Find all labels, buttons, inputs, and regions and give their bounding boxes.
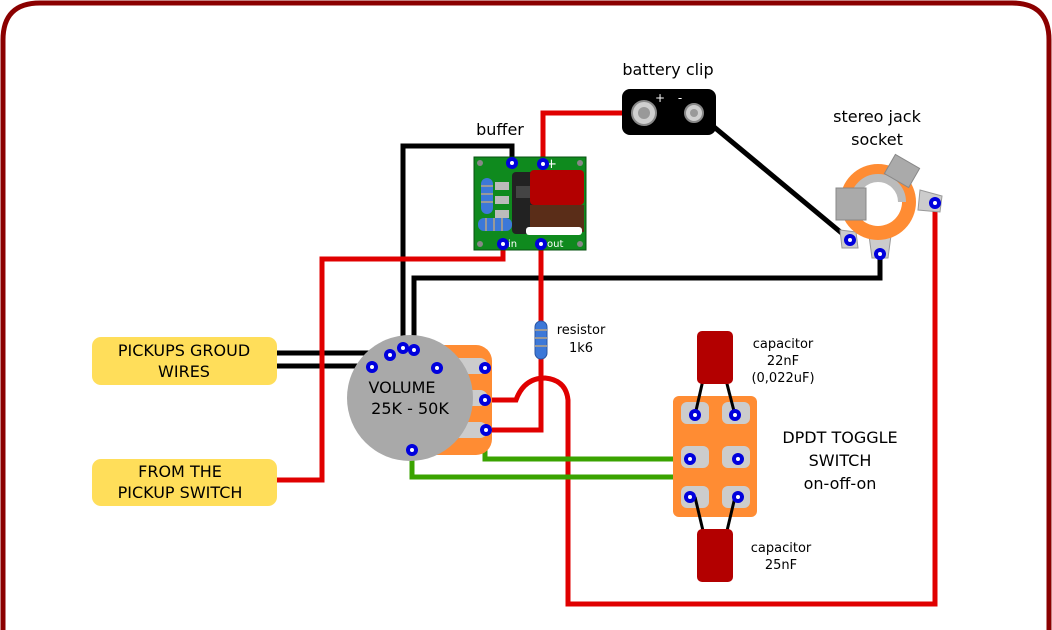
pickups-ground-label-box: PICKUPS GROUD WIRES — [92, 337, 277, 385]
cap1-label-line1: capacitor — [753, 337, 814, 352]
stereo-jack-socket — [835, 153, 943, 259]
capacitor-25nF — [697, 529, 733, 582]
resistor-label-line2: 1k6 — [569, 341, 593, 356]
wire-battery-plus — [540, 110, 640, 164]
solder-point-center — [688, 495, 692, 499]
capacitor-22nF — [697, 331, 733, 384]
cap1-label-line2: 22nF — [767, 354, 799, 369]
solder-point-center — [541, 162, 545, 166]
solder-point-center — [736, 495, 740, 499]
solder-point-center — [484, 428, 488, 432]
cap2-label-line2: 25nF — [765, 558, 797, 573]
solder-point-center — [733, 413, 737, 417]
from-label-line2: PICKUP SWITCH — [118, 483, 243, 502]
solder-point-center — [736, 457, 740, 461]
wire-output — [486, 203, 938, 607]
resistor-1k6 — [534, 320, 548, 360]
battery-clip-label: battery clip — [622, 60, 713, 79]
cap2-label-line1: capacitor — [751, 541, 812, 556]
solder-point-center — [401, 346, 405, 350]
battery-clip: + - — [622, 89, 716, 135]
wire-jack-sleeve — [411, 254, 883, 348]
battery-plus-sign: + — [655, 91, 665, 105]
solder-point-center — [878, 252, 882, 256]
volume-potentiometer: VOLUME 25K - 50K — [347, 335, 492, 461]
solder-point-center — [483, 366, 487, 370]
solder-point-center — [370, 365, 374, 369]
solder-point-center — [412, 348, 416, 352]
pickups-label-line1: PICKUPS GROUD — [118, 341, 250, 360]
solder-point-center — [693, 413, 697, 417]
buffer-pcb: - + in out — [473, 156, 587, 251]
buffer-plus-mark: + — [546, 157, 557, 172]
from-pickup-switch-label-box: FROM THE PICKUP SWITCH — [92, 459, 277, 506]
from-label-line1: FROM THE — [138, 462, 222, 481]
solder-point-center — [933, 201, 937, 205]
switch-label-line1: DPDT TOGGLE — [782, 428, 897, 447]
pickups-label-line2: WIRES — [158, 362, 210, 381]
switch-label-line2: SWITCH — [809, 451, 872, 470]
solder-point-center — [510, 161, 514, 165]
solder-point-center — [688, 457, 692, 461]
jack-label-line1: stereo jack — [833, 107, 921, 126]
wire-buffer-in — [276, 244, 506, 483]
buffer-in-mark: in — [508, 239, 517, 250]
jack-label-line2: socket — [851, 130, 903, 149]
solder-point-center — [501, 242, 505, 246]
cap1-label-line3: (0,022uF) — [751, 371, 814, 386]
wire-buffer-out — [486, 244, 544, 433]
buffer-out-mark: out — [547, 239, 563, 250]
solder-point-center — [435, 366, 439, 370]
solder-point-center — [539, 242, 543, 246]
volume-label-line1: VOLUME — [369, 378, 436, 397]
switch-label-line3: on-off-on — [804, 474, 877, 493]
buffer-label: buffer — [476, 120, 524, 139]
solder-points — [366, 157, 941, 503]
volume-label-line2: 25K - 50K — [371, 399, 449, 418]
battery-minus-sign: - — [678, 91, 682, 105]
solder-point-center — [848, 238, 852, 242]
solder-point-center — [483, 398, 487, 402]
wire-battery-minus — [694, 110, 852, 242]
solder-point-center — [388, 353, 392, 357]
resistor-label-line1: resistor — [557, 323, 606, 338]
wire-green-1 — [482, 430, 690, 462]
wire-buffer-ground — [400, 143, 515, 348]
solder-point-center — [410, 448, 414, 452]
